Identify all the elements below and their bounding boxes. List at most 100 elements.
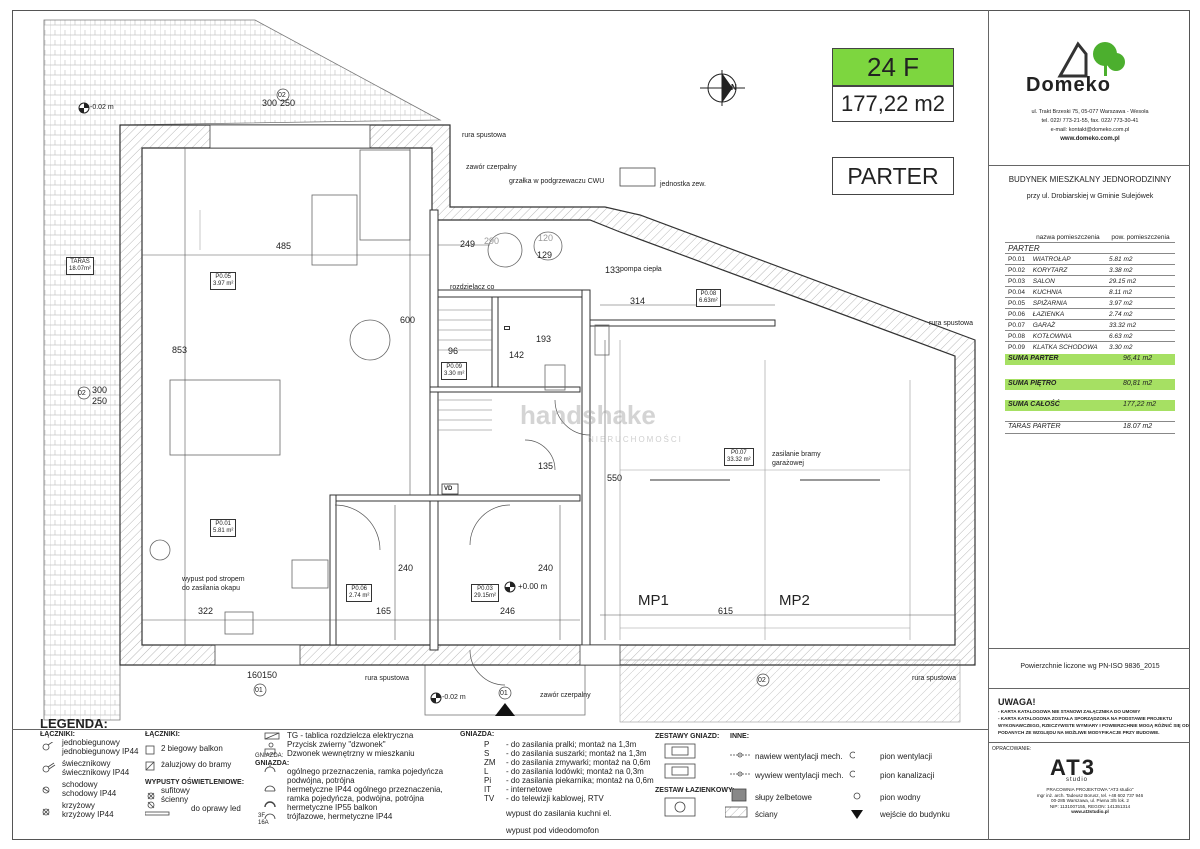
table-header-name: nazwa pomieszczenia — [1036, 233, 1100, 241]
legend-item: ogólnego przeznaczenia, ramka pojedyńcza — [287, 767, 444, 776]
suma-pietro-label: SUMA PIĘTRO — [1008, 380, 1057, 387]
legend-socket-desc: - do zasilania lodówki; montaż na 0,3m — [506, 767, 644, 776]
legend-socket-desc: - do zasilania piekarnika; montaż na 0,6… — [506, 776, 654, 785]
legend-item: Dzwonek wewnętrzny w mieszkaniu — [287, 749, 415, 758]
dimension-lines — [142, 148, 955, 645]
panel-line-3 — [988, 688, 1190, 689]
panel-divider — [988, 10, 989, 840]
socket-symbols-icon — [264, 732, 280, 820]
dim-249: 249 — [460, 239, 476, 249]
legend-socket-key: L — [484, 767, 489, 776]
legend-item: schodowy — [62, 780, 98, 789]
uwaga-lines: - KARTA KATALOGOWA NIE STANOWI ZAŁĄCZNIK… — [998, 708, 1189, 736]
dim-133: 133 — [605, 265, 621, 275]
legend-socket-desc: - do telewizji kablowej, RTV — [506, 794, 604, 803]
domeko-logo-icon — [1057, 41, 1125, 78]
uwaga-line: - KARTA KATALOGOWA ZOSTAŁA SPORZĄDZONA N… — [998, 716, 1173, 721]
table-cell-name: SPIŻARNIA — [1029, 297, 1106, 309]
vd-box — [441, 483, 459, 495]
watermark-sub: NIERUCHOMOŚCI — [588, 435, 683, 444]
axis-label-01b: 01 — [500, 690, 508, 697]
dim-129: 129 — [537, 250, 553, 260]
outdoor-unit — [619, 167, 656, 187]
uwaga-line: - KARTA KATALOGOWA NIE STANOWI ZAŁĄCZNIK… — [998, 709, 1141, 714]
dim-193: 193 — [536, 334, 552, 344]
legend-item: pion kanalizacji — [880, 771, 935, 780]
table-cell-name: ŁAZIENKA — [1029, 308, 1106, 320]
table-section: PARTER — [1005, 242, 1175, 254]
legend-item: świecznikowy — [62, 759, 111, 768]
entrance-legend-icon — [851, 792, 863, 819]
table-cell-code: P0.09 — [1005, 341, 1030, 352]
axis-label-02b: 02 — [278, 92, 286, 99]
legend-16a: 16A — [258, 820, 269, 826]
table-cell-area: 5.81 m2 — [1105, 253, 1175, 265]
table-cell-area: 3.97 m2 — [1105, 297, 1175, 309]
company-address: ul. Trakt Brzeski 75, 05-077 Warszawa - … — [1031, 109, 1149, 115]
suma-calosc-value: 177,22 m2 — [1123, 401, 1157, 408]
legend-item: hermetyczne IP44 ogólnego przeznaczenia, — [287, 785, 443, 794]
legend-socket-desc: - do zasilania zmywarki; montaż na 0,6m — [506, 758, 651, 767]
legend-socket-key: S — [484, 749, 490, 758]
furniture — [149, 149, 610, 635]
axis-label-01a: 01 — [255, 687, 263, 694]
lighting-symbols-icon — [145, 745, 170, 816]
table-cell-code: P0.07 — [1005, 319, 1030, 331]
at3-logo-sub: studio — [1066, 777, 1089, 783]
legend-socket-key: TV — [484, 794, 495, 803]
table-cell-name: WIATROŁAP — [1029, 253, 1106, 265]
at3-logo: AT3 — [1050, 755, 1096, 780]
dim-322: 322 — [198, 606, 214, 616]
driveway — [619, 659, 961, 723]
note-rura-3: rura spustowa — [365, 675, 409, 682]
norm-note: Powierzchnie liczone wg PN-ISO 9836_2015 — [1020, 663, 1160, 670]
suma-pietro-row: SUMA PIĘTRO 80,81 m2 — [1005, 379, 1175, 390]
legend-col5b-head: ZESTAW ŁAZIENKOWY: — [655, 787, 735, 794]
authors-line: 00-285 Warszawa, ul. Piwna 3/5 lok. 2 — [1051, 798, 1129, 804]
unit-area: 177,22 m2 — [832, 86, 954, 122]
windows — [209, 124, 621, 666]
room-table: nazwa pomieszczenia pow. pomieszczenia P… — [1005, 232, 1175, 434]
legend-item: jednobiegunowy — [62, 738, 120, 747]
note-rura-1: rura spustowa — [462, 132, 506, 139]
legend-top-border — [12, 729, 988, 730]
dim-246: 246 — [500, 606, 516, 616]
legend-item: podwójna, potrójna — [287, 776, 355, 785]
legend-socket-key: ZM — [484, 758, 496, 767]
north-label: N — [731, 83, 737, 92]
authors-line: PRACOWNIA PROJEKTOWA "AT3 studio" — [1046, 787, 1134, 792]
axis-label-02c: 02 — [758, 677, 766, 684]
legend-item: ramka pojedyńcza, podwójna, potrójna — [287, 794, 424, 803]
table-cell-code: P0.04 — [1005, 286, 1030, 298]
uwaga-line: WYKONAWCZEGO, RZECZYWISTE WYMIARY I POWI… — [998, 723, 1189, 728]
dim-160: 160 — [247, 670, 263, 680]
legend-item: wejście do budynku — [880, 810, 950, 819]
dim-120: 120 — [538, 233, 554, 243]
table-cell-name: KORYTARZ — [1029, 264, 1106, 276]
legend-socket-row: P- do zasilania pralki; montaż na 1,3m — [460, 740, 636, 749]
door-swings — [334, 399, 591, 686]
dim-250a: 250 — [280, 98, 296, 108]
table-cell-name: SALON — [1029, 275, 1106, 287]
note-okap: wypust pod stropem do zasilania okapu — [182, 576, 245, 592]
legend-item: pion wodny — [880, 793, 921, 802]
socket-set-icon — [664, 743, 696, 779]
legend-item: pion wentylacji — [880, 752, 933, 761]
level-top: -0.02 m — [90, 104, 114, 111]
dim-300b: 300 — [92, 385, 108, 395]
legend-item: wypust do zasilania kuchni el. — [506, 809, 612, 818]
table-header-area: pow. pomieszczenia — [1111, 233, 1170, 241]
table-cell-name: KUCHNIA — [1029, 286, 1106, 298]
stairs — [438, 309, 492, 431]
axis-label-02a: 02 — [78, 390, 86, 397]
